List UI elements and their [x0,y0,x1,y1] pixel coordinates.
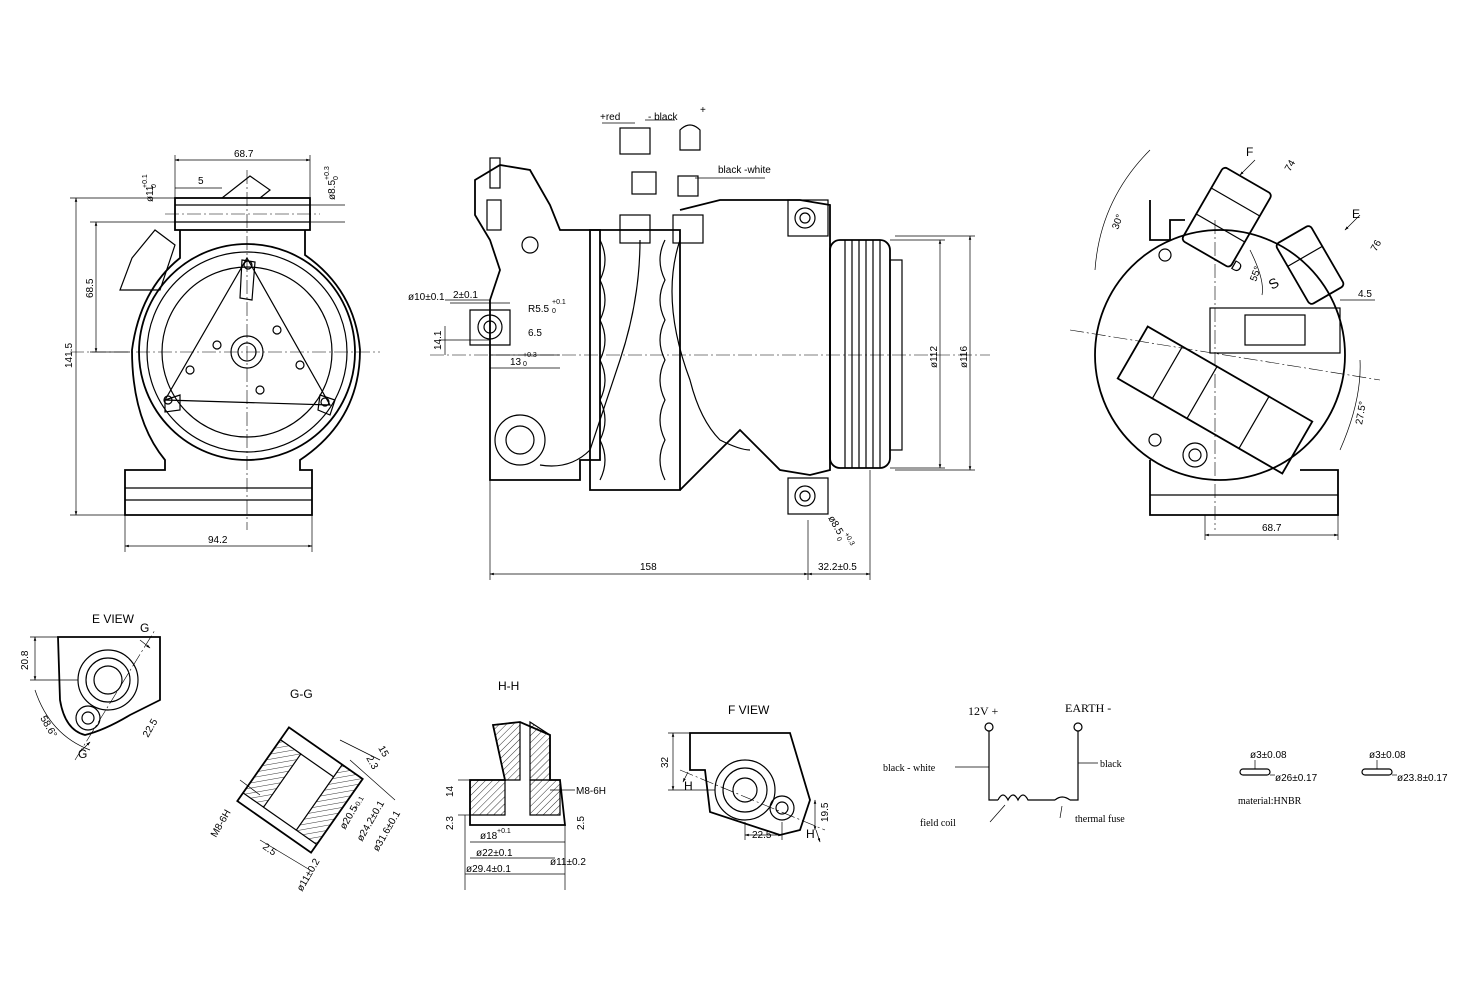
gg-dim-2-3: 2.3 [363,754,380,772]
hh-dim-11: ø11±0.2 [550,857,586,868]
rear-dim-68-7: 68.7 [1262,523,1282,534]
side-dim-13: 13 [510,357,522,368]
side-dim-6-5: 6.5 [528,328,542,339]
f-view-title: F VIEW [728,703,770,717]
hh-dim-2-3: 2.3 [445,816,456,830]
side-dim-radius-tol-low: 0 [552,308,556,315]
side-dim-pulley-112: ø112 [929,346,940,368]
gg-dim-thread: M8-6H [209,808,234,839]
f-view-dim-22-5: 22.5 [752,830,772,841]
gg-dim-15: 15 [375,744,390,760]
e-view [30,629,161,761]
hh-dim-18-tol: +0.1 [497,828,511,835]
f-view-h-left: H [684,779,693,793]
side-dim-mount-tol-up: +0.3 [842,532,855,548]
oring-material: material:HNBR [1238,796,1302,807]
rear-label-e: E [1352,207,1360,221]
connector-red-label: +red [600,112,620,123]
rear-dim-76: 76 [1369,238,1384,254]
e-view-dim-20-8: 20.8 [20,650,31,670]
oring2-section: ø3±0.08 [1369,750,1406,761]
hh-title: H-H [498,679,519,693]
wiring-earth: EARTH - [1065,701,1111,715]
wiring-black-white: black - white [883,763,936,774]
front-dim-width: 68.7 [234,149,254,160]
side-dim-13-tol-up: +0.3 [523,352,537,359]
side-dim-radius-tol-up: +0.1 [552,299,566,306]
front-dim-base: 94.2 [208,535,228,546]
front-view [70,155,380,552]
side-dim-13-tol-low: 0 [523,361,527,368]
wiring-black: black [1100,759,1122,770]
f-view-dim-19-5: 19.5 [820,802,831,822]
side-dim-ear-dia: ø10±0.1 [408,292,445,303]
hh-dim-22: ø22±0.1 [476,848,513,859]
hh-dim-thread: M8-6H [576,786,606,797]
oring1-section: ø3±0.08 [1250,750,1287,761]
hh-dim-14: 14 [445,785,456,797]
wire-black-white-label: black -white [718,165,771,176]
connector-black-label: - black [648,112,678,123]
side-dim-ear-offset: 2±0.1 [453,290,478,301]
gg-title: G-G [290,687,313,701]
gg-dim-20-5-tol: +0.1 [353,795,366,811]
rear-dim-27-5: 27.5° [1354,400,1369,425]
hh-dim-29-4: ø29.4±0.1 [466,864,511,875]
side-dim-mount-hole: ø8.5 [825,514,845,537]
f-view [668,732,826,843]
rear-view [1069,149,1381,540]
hh-dim-18: ø18 [480,831,498,842]
oring1-id: ø26±0.17 [1275,773,1318,784]
gg-section [236,726,396,871]
e-view-g-bottom: G [78,747,87,761]
wiring-diagram [955,722,1098,823]
front-dim-height-total: 141.5 [64,343,75,368]
hh-section [458,720,575,890]
front-dim-height-upper: 68.5 [85,278,96,298]
e-view-title: E VIEW [92,612,135,626]
front-dim-hole: ø11 [145,185,156,202]
wiring-field-coil: field coil [920,818,956,829]
side-dim-length: 158 [640,562,657,573]
gg-dim-11: ø11±0.2 [295,857,323,894]
side-view [430,119,990,580]
e-view-g-top: G [140,621,149,635]
rear-label-f: F [1246,145,1253,159]
orings [1239,760,1397,776]
front-dim-bolt: ø8.5 [327,180,338,200]
rear-letter-s: S [1266,274,1282,293]
wiring-12v: 12V + [968,704,998,718]
rear-dim-55: 55° [1248,265,1264,283]
side-dim-radius: R5.5 [528,304,550,315]
front-dim-offset: 5 [198,176,204,187]
e-view-dim-58-6: 58.6° [37,714,58,740]
front-dim-bolt-tol-low: 0 [333,176,340,180]
hh-dim-2-5: 2.5 [576,816,587,830]
front-dim-bolt-tol-up: +0.3 [324,166,331,180]
front-dim-hole-tol-low: 0 [151,184,158,188]
connector-plus-label: + [700,105,706,116]
rear-dim-74: 74 [1283,158,1298,174]
side-dim-mount-tol-low: 0 [835,536,843,543]
rear-letter-d: D [1229,257,1246,276]
side-dim-pulley-116: ø116 [959,346,970,368]
wiring-thermal-fuse: thermal fuse [1075,814,1125,825]
side-dim-pulley-offset: 32.2±0.5 [818,562,857,573]
f-view-h-right: H [806,827,815,841]
front-dim-hole-tol-up: +0.1 [142,174,149,188]
oring2-id: ø23.8±0.17 [1397,773,1448,784]
rear-dim-4-5: 4.5 [1358,289,1372,300]
f-view-dim-32: 32 [660,756,671,768]
e-view-dim-22-5: 22.5 [141,717,160,740]
gg-dim-2-5: 2.5 [260,841,278,858]
rear-dim-30: 30° [1110,213,1126,231]
side-dim-14-1: 14.1 [433,330,444,350]
